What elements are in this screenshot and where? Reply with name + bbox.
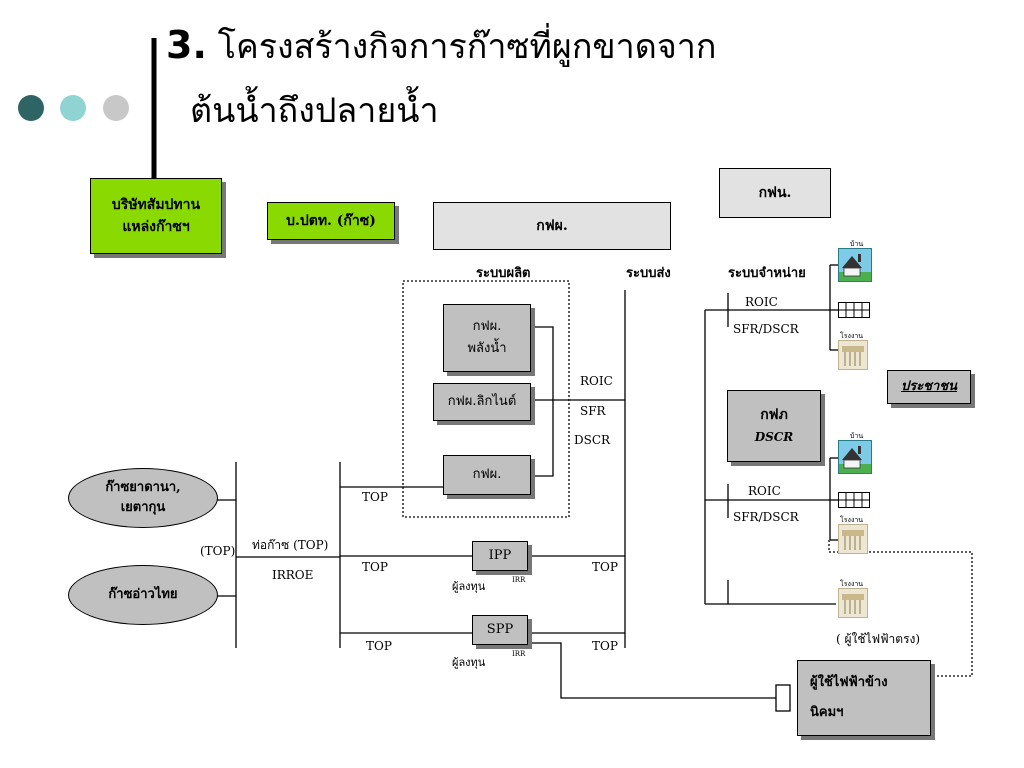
house-icon: บ้าน xyxy=(838,240,872,282)
title-line-1: โครงสร้างกิจการก๊าซที่ผูกขาดจาก xyxy=(217,27,717,67)
ipp-box: IPP xyxy=(472,541,528,571)
spp-box-label: SPP xyxy=(486,622,514,637)
hydro-box: กฟผ. พลังน้ำ xyxy=(443,304,531,372)
ptt-box: บ.ปตท. (ก๊าซ) xyxy=(267,202,395,240)
house-icon-label: บ้าน xyxy=(850,432,864,440)
people-box: ประชาชน xyxy=(887,370,971,404)
people-box-label: ประชาชน xyxy=(900,379,958,394)
gulf-oval-label: ก๊าซอ่าวไทย xyxy=(108,587,178,602)
factory-icon: โรงงาน xyxy=(838,580,868,618)
hydro-box-label: กฟผ. พลังน้ำ xyxy=(467,319,507,356)
label-generation: ระบบผลิต xyxy=(476,266,531,281)
pea-box-label: กฟภ xyxy=(760,407,788,423)
label-sfr: SFR xyxy=(580,404,606,418)
estate-box-label: ผู้ใช้ไฟฟ้าข้าง นิคมฯ xyxy=(810,675,888,720)
label-irr-2: IRR xyxy=(512,650,526,658)
page-title: 3. โครงสร้างกิจการก๊าซที่ผูกขาดจาก xyxy=(166,24,716,68)
egat-plant-box: กฟผ. xyxy=(443,455,531,495)
dot-dark xyxy=(18,95,44,121)
lignite-box: กฟผ.ลิกไนต์ xyxy=(433,383,531,421)
dot-teal xyxy=(60,95,86,121)
factory-icon: โรงงาน xyxy=(838,332,868,370)
label-dscr: DSCR xyxy=(574,433,611,447)
label-sfr-dscr-3: SFR/DSCR xyxy=(733,510,799,524)
label-top-egat: TOP xyxy=(362,490,388,504)
mea-box-label: กฟน. xyxy=(758,185,792,201)
label-sfr-dscr-1: SFR/DSCR xyxy=(733,322,799,336)
ipp-box-label: IPP xyxy=(488,548,512,563)
label-roic-1: ROIC xyxy=(745,295,778,309)
factory-icon-label: โรงงาน xyxy=(840,580,864,588)
pea-box: กฟภ DSCR xyxy=(727,390,821,462)
label-top-ipp-left: TOP xyxy=(362,560,388,574)
yadana-oval: ก๊าซยาดานา, เยตากุน xyxy=(68,468,218,528)
house-icon-label: บ้าน xyxy=(850,240,864,248)
house-icon: บ้าน xyxy=(838,432,872,474)
dot-grey xyxy=(103,95,129,121)
label-top-left: (TOP) xyxy=(200,544,236,558)
label-irroe: IRROE xyxy=(272,568,314,582)
ptt-box-label: บ.ปตท. (ก๊าซ) xyxy=(286,213,376,229)
label-roic-3: ROIC xyxy=(748,484,781,498)
label-roic-2: ROIC xyxy=(580,374,613,388)
egat-plant-box-label: กฟผ. xyxy=(472,467,502,482)
label-distribution: ระบบจำหน่าย xyxy=(728,266,806,281)
label-top-spp-right: TOP xyxy=(592,639,618,653)
label-transmission: ระบบส่ง xyxy=(626,266,671,281)
concession-box: บริษัทสัมปทาน แหล่งก๊าซฯ xyxy=(90,178,222,254)
egat-box-label: กฟผ. xyxy=(536,218,568,234)
title-number: 3. xyxy=(166,23,207,67)
label-top-spp-left: TOP xyxy=(366,639,392,653)
label-investor-1: ผู้ลงทุน xyxy=(452,580,486,593)
label-pipeline: ท่อก๊าซ (TOP) xyxy=(252,538,329,552)
page-title-line-2: ต้นน้ำถึงปลายน้ำ xyxy=(190,91,439,131)
building-grid-icon xyxy=(838,302,870,318)
building-grid-icon xyxy=(838,492,870,508)
factory-icon-label: โรงงาน xyxy=(840,516,864,524)
factory-icon: โรงงาน xyxy=(838,516,868,554)
yadana-oval-label: ก๊าซยาดานา, เยตากุน xyxy=(105,480,181,515)
lignite-box-label: กฟผ.ลิกไนต์ xyxy=(447,394,517,409)
factory-icon-label: โรงงาน xyxy=(840,332,864,340)
pea-box-sublabel: DSCR xyxy=(754,430,794,444)
label-direct-user: ( ผู้ใช้ไฟฟ้าตรง) xyxy=(836,632,921,646)
spp-box: SPP xyxy=(472,615,528,645)
egat-box: กฟผ. xyxy=(433,202,671,250)
mea-box: กฟน. xyxy=(719,168,831,218)
estate-box: ผู้ใช้ไฟฟ้าข้าง นิคมฯ xyxy=(797,660,931,736)
label-irr-1: IRR xyxy=(512,576,526,584)
gulf-oval: ก๊าซอ่าวไทย xyxy=(68,565,218,625)
label-investor-2: ผู้ลงทุน xyxy=(452,656,486,669)
concession-box-label: บริษัทสัมปทาน แหล่งก๊าซฯ xyxy=(111,197,201,235)
label-top-ipp-right: TOP xyxy=(592,560,618,574)
